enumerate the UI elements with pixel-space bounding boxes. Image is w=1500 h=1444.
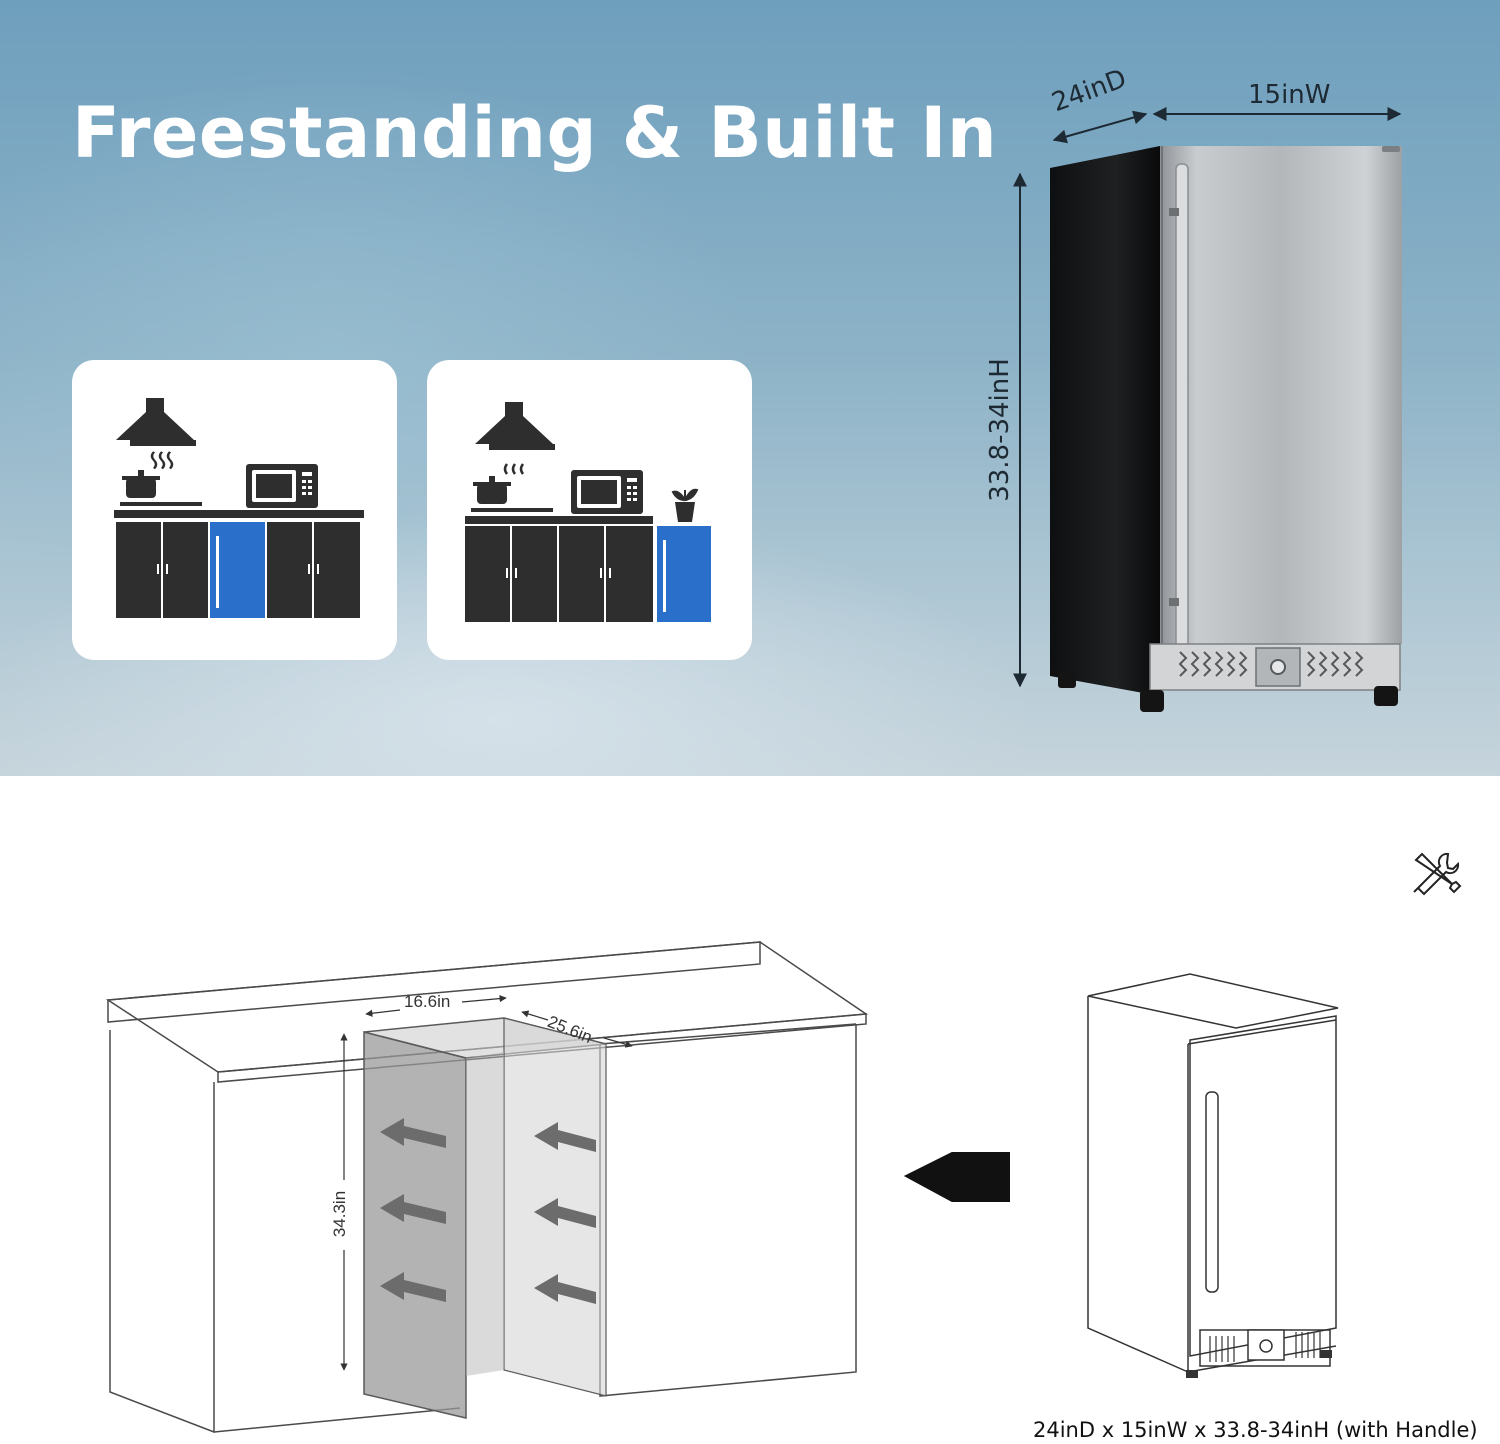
range-hood-icon	[475, 402, 555, 450]
cabinet-height-label: 34.3in	[330, 1190, 349, 1238]
kitchen-freestanding-icon	[114, 398, 364, 618]
pot-icon	[122, 470, 160, 498]
insert-arrow-icon	[380, 1118, 596, 1304]
page-title: Freestanding & Built In	[72, 92, 998, 174]
fridge-product-image	[1013, 107, 1402, 712]
fridge-height-label: 33.8-34inH	[985, 358, 1015, 502]
microwave-icon	[571, 470, 643, 514]
range-hood-icon	[116, 398, 196, 446]
fridge-lineart	[1087, 973, 1339, 1373]
fridge-slot	[210, 522, 265, 618]
card-freestanding	[72, 360, 397, 660]
builtin-installation-diagram	[105, 941, 1339, 1434]
tools-icon	[1413, 852, 1462, 896]
pot-icon	[473, 476, 511, 504]
cabinet-width-label: 16.6in	[404, 992, 451, 1011]
kitchen-builtin-icon	[465, 402, 711, 622]
cavity-side	[363, 1031, 467, 1419]
dimensions-caption: 24inD x 15inW x 33.8-34inH (with Handle)	[1033, 1418, 1478, 1442]
card-builtin	[427, 360, 752, 660]
plant-icon	[671, 488, 699, 522]
fridge-handle	[1175, 163, 1189, 651]
microwave-icon	[246, 464, 318, 508]
fridge-door	[1160, 146, 1402, 644]
fridge-width-label: 15inW	[1248, 80, 1331, 110]
fridge-side	[1050, 146, 1160, 696]
